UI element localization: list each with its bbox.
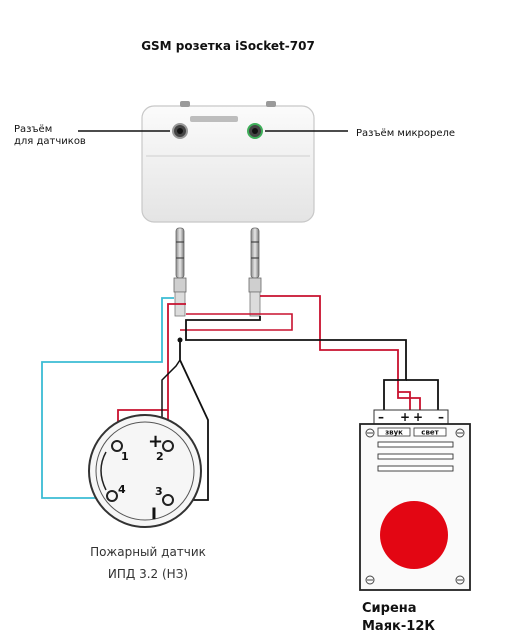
plus-sign: + [148, 431, 163, 452]
microrelay-jack-plug [248, 227, 262, 317]
sensor-pin-4 [106, 490, 118, 502]
pin-label-1: 1 [121, 450, 129, 463]
pin-label-2: 2 [156, 450, 164, 463]
siren-name-1: Сирена [362, 601, 417, 616]
siren-terminal-block: – + + – [373, 409, 449, 425]
terminal-sign-1: – [378, 410, 384, 424]
pin-label-3: 3 [155, 485, 163, 498]
terminal-sign-3: + [413, 410, 423, 424]
microrelay-port-label: Разъём микрореле [356, 128, 455, 139]
sensor-port-label-2: для датчиков [14, 136, 86, 147]
siren-grille-1 [377, 441, 454, 448]
minus-sign: I [151, 504, 157, 523]
zvuk-label: звук [385, 429, 403, 437]
terminal-sign-2: + [400, 410, 410, 424]
pin-label-4: 4 [118, 483, 126, 496]
siren-grille-3 [377, 465, 454, 472]
sensor-caption-1: Пожарный датчик [90, 545, 206, 559]
device-vent [190, 116, 238, 122]
siren-lamp [380, 501, 448, 569]
gsm-socket-device [141, 101, 315, 223]
cyan-wire [41, 297, 174, 499]
diagram-title: GSM розетка iSocket-707 [141, 39, 315, 53]
fire-sensor: 1 2 3 4 + I [88, 414, 202, 528]
red-wire-siren [260, 295, 399, 392]
sensor-pin-1 [111, 440, 123, 452]
black-wire-sensor [168, 340, 209, 501]
terminal-sign-4: – [438, 410, 444, 424]
svet-label: свет [421, 429, 439, 437]
siren-grille-2 [377, 453, 454, 460]
sensor-port-label-1: Разъём [14, 124, 52, 135]
sensor-pin-2 [162, 440, 174, 452]
siren-body: звук свет [359, 423, 471, 591]
black-wire-common [185, 316, 407, 414]
sensor-jack-plug [173, 227, 187, 317]
sensor-caption-2: ИПД 3.2 (НЗ) [108, 567, 188, 581]
siren-name-2: Маяк-12К [362, 619, 435, 634]
sensor-pin-3 [162, 494, 174, 506]
